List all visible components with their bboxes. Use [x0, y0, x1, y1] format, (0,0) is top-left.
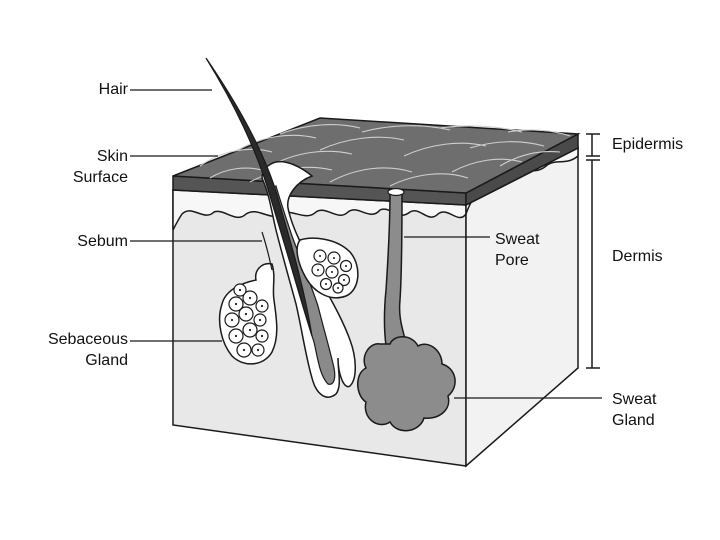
- label-epidermis: Epidermis: [612, 134, 683, 155]
- label-sebaceous-gland: Sebaceous Gland: [48, 329, 128, 371]
- label-sweat-gland: Sweat Gland: [612, 389, 656, 431]
- label-dermis: Dermis: [612, 246, 663, 267]
- label-sebum: Sebum: [77, 231, 128, 252]
- label-hair: Hair: [99, 79, 128, 100]
- label-skin-surface: Skin Surface: [73, 146, 128, 188]
- layer-brackets: [586, 134, 600, 368]
- sweat-pore-opening: [388, 189, 404, 196]
- label-sweat-pore: Sweat Pore: [495, 229, 539, 271]
